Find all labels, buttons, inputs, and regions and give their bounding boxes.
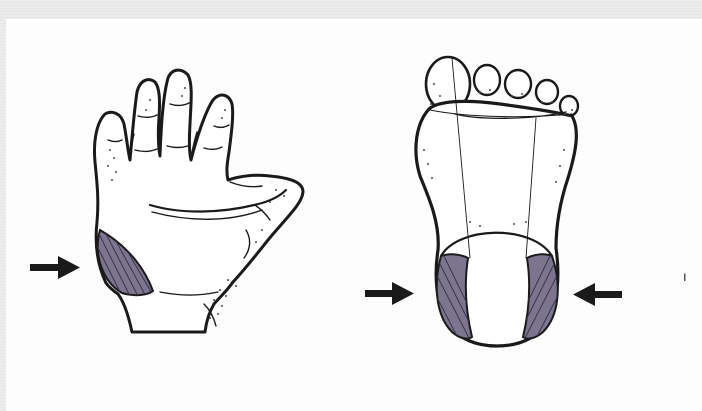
hand-left-arrow [30, 256, 80, 279]
sole-of-foot-drawing [416, 57, 578, 346]
palm-of-hand-drawing [82, 70, 303, 332]
foot-right-arrow [573, 283, 622, 306]
side-mark: ı [683, 270, 687, 285]
foot-left-arrow [365, 282, 414, 305]
